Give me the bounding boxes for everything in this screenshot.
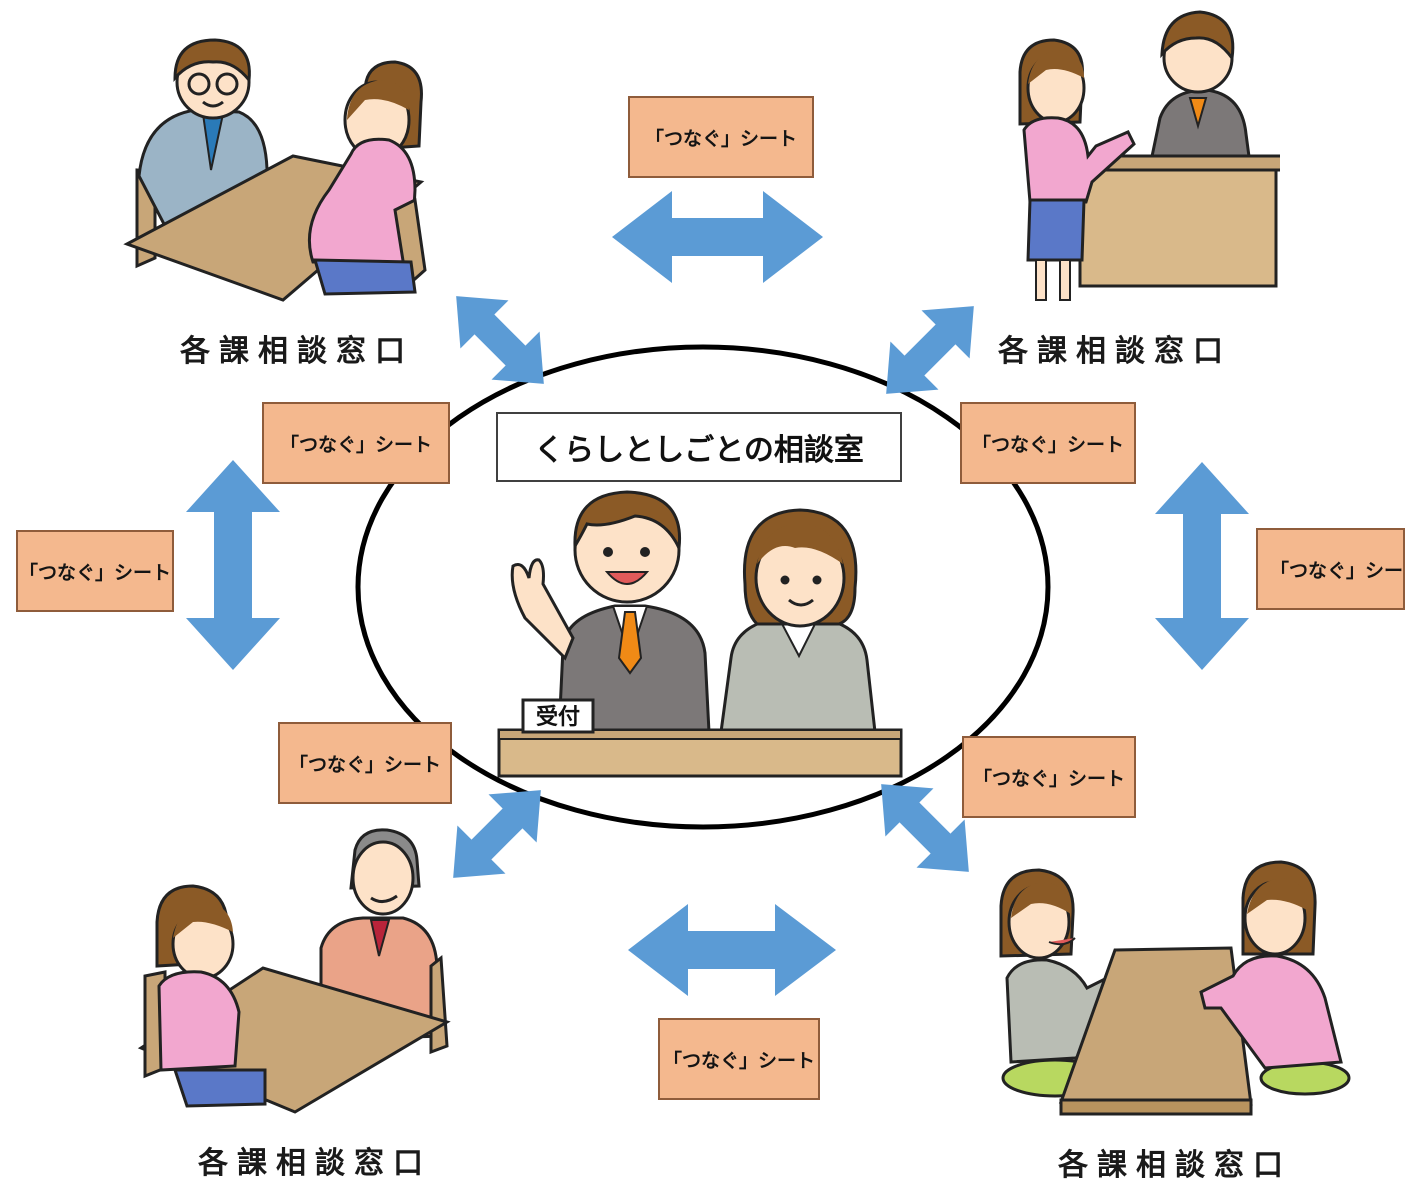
double-arrow-upper-right [886,306,974,394]
sheet-box-left: 「つなぐ」シート [16,530,174,612]
scene-bottom-left [137,828,451,1114]
double-arrow-bottom [628,904,836,996]
double-arrow-lower-left [453,790,541,878]
sheet-box-right: 「つなぐ」シー [1256,528,1405,610]
counter-label-top-left: 各課相談窓口 [180,334,414,369]
double-arrow-right [1155,462,1249,670]
male-staff [510,490,711,734]
double-arrow-upper-left [456,296,544,384]
reception-scene: 受付 [497,490,903,778]
scene-top-left [123,38,427,302]
double-arrow-lower-right [881,784,969,872]
counter-label-top-right: 各課相談窓口 [998,334,1232,369]
scene-top-right [1018,10,1280,301]
sheet-box-upper-left: 「つなぐ」シート [262,402,450,484]
consultation-room-title: くらしとしごとの相談室 [496,412,902,482]
reception-sign-plate [521,698,595,734]
reception-sign-text: 受付 [536,704,580,730]
counter-label-bottom-left: 各課相談窓口 [198,1146,432,1181]
sheet-box-top: 「つなぐ」シート [628,96,814,178]
sheet-box-bottom: 「つなぐ」シート [658,1018,820,1100]
double-arrow-left [186,460,280,670]
double-arrow-top [612,191,823,283]
sheet-box-lower-left: 「つなぐ」シート [278,722,452,804]
female-staff [719,508,877,734]
center-ellipse [355,344,1051,830]
sheet-box-lower-right: 「つなぐ」シート [962,736,1136,818]
scene-bottom-right [999,860,1351,1116]
sheet-box-upper-right: 「つなぐ」シート [960,402,1136,484]
counter-label-bottom-right: 各課相談窓口 [1058,1148,1292,1183]
